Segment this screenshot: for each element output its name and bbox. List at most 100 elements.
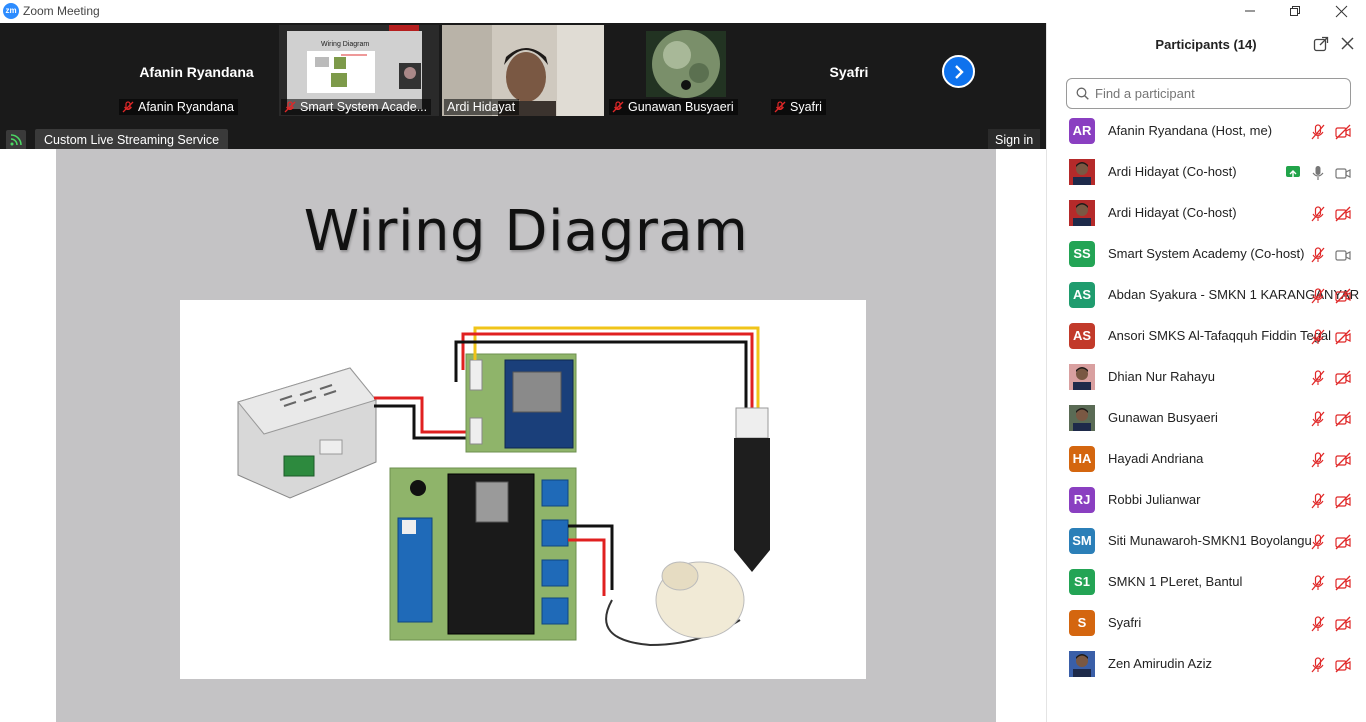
chevron-right-icon	[954, 64, 964, 79]
participant-name: Gunawan Busyaeri	[1108, 410, 1218, 425]
participant-avatar-image	[646, 30, 726, 98]
avatar	[1069, 651, 1095, 677]
live-stream-icon[interactable]	[6, 130, 26, 150]
video-thumbnail-screen-share[interactable]: Wiring Diagram Smart System Acade...	[279, 25, 439, 116]
popout-icon[interactable]	[1313, 36, 1329, 57]
mic-muted-icon[interactable]	[1310, 206, 1326, 222]
mic-muted-icon	[284, 101, 296, 113]
video-thumbnail-ardi[interactable]: Ardi Hidayat	[442, 25, 604, 116]
wiring-diagram-image	[180, 300, 866, 679]
thumbnail-name-label: Ardi Hidayat	[444, 99, 520, 115]
video-off-icon[interactable]	[1335, 616, 1351, 632]
participant-name: Ardi Hidayat (Co-host)	[1108, 205, 1237, 220]
video-off-icon[interactable]	[1335, 657, 1351, 673]
video-strip: Afanin Ryandana Afanin Ryandana Wiring D…	[0, 23, 1046, 151]
shared-screen: Wiring Diagram	[0, 149, 1046, 722]
screen-share-icon	[1286, 166, 1300, 177]
mic-muted-icon[interactable]	[1310, 534, 1326, 550]
close-window-button[interactable]	[1318, 0, 1364, 22]
video-icon[interactable]	[1335, 247, 1351, 263]
mic-icon[interactable]	[1310, 165, 1326, 181]
video-thumbnail-gunawan[interactable]: Gunawan Busyaeri	[607, 25, 766, 116]
zoom-app-icon: zm	[3, 3, 19, 19]
participant-name: Zen Amirudin Aziz	[1108, 656, 1213, 671]
avatar: SS	[1069, 241, 1095, 267]
video-off-icon[interactable]	[1335, 452, 1351, 468]
restore-button[interactable]	[1272, 0, 1318, 22]
video-off-icon[interactable]	[1335, 288, 1351, 304]
participant-row[interactable]: Ardi Hidayat (Co-host)	[1047, 152, 1366, 193]
video-off-icon[interactable]	[1335, 329, 1351, 345]
sign-in-button[interactable]: Sign in	[988, 129, 1041, 151]
participant-search[interactable]	[1066, 78, 1351, 109]
avatar: RJ	[1069, 487, 1095, 513]
video-off-icon[interactable]	[1335, 493, 1351, 509]
participant-name: SMKN 1 PLeret, Bantul	[1108, 574, 1243, 589]
participant-name: Ansori SMKS Al-Tafaqquh Fiddin Tegal	[1108, 328, 1332, 343]
mic-muted-icon[interactable]	[1310, 575, 1326, 591]
title-bar: zm Zoom Meeting	[0, 0, 1365, 23]
avatar	[1069, 405, 1095, 431]
participant-row[interactable]: Zen Amirudin Aziz	[1047, 644, 1366, 685]
search-input[interactable]	[1095, 86, 1335, 101]
search-icon	[1076, 87, 1089, 100]
close-panel-icon[interactable]	[1341, 37, 1354, 55]
next-page-button[interactable]	[942, 55, 975, 88]
live-streaming-label[interactable]: Custom Live Streaming Service	[35, 129, 229, 151]
avatar: HA	[1069, 446, 1095, 472]
window-title: Zoom Meeting	[23, 4, 100, 18]
video-off-icon[interactable]	[1335, 370, 1351, 386]
restore-icon	[1290, 6, 1300, 16]
avatar	[1069, 200, 1095, 226]
mic-muted-icon[interactable]	[1310, 370, 1326, 386]
thumbnail-name-label: Smart System Acade...	[281, 99, 432, 115]
participant-name: Hayadi Andriana	[1108, 451, 1204, 466]
mic-muted-icon[interactable]	[1310, 411, 1326, 427]
participant-row[interactable]: Ardi Hidayat (Co-host)	[1047, 193, 1366, 234]
video-icon[interactable]	[1335, 165, 1351, 181]
avatar: AS	[1069, 282, 1095, 308]
mini-slide-title: Wiring Diagram	[321, 41, 370, 48]
thumbnail-name-label: Syafri	[771, 99, 826, 115]
participant-row[interactable]: S1 SMKN 1 PLeret, Bantul	[1047, 562, 1366, 603]
mic-muted-icon[interactable]	[1310, 657, 1326, 673]
mic-muted-icon	[612, 101, 624, 113]
participant-row[interactable]: RJ Robbi Julianwar	[1047, 480, 1366, 521]
mic-muted-icon[interactable]	[1310, 288, 1326, 304]
video-off-icon[interactable]	[1335, 534, 1351, 550]
video-thumbnail-syafri[interactable]: Syafri Syafri	[769, 25, 929, 116]
video-off-icon[interactable]	[1335, 206, 1351, 222]
participants-title: Participants (14)	[1155, 37, 1257, 52]
video-thumbnail-afanin[interactable]: Afanin Ryandana Afanin Ryandana	[117, 25, 276, 116]
avatar: S1	[1069, 569, 1095, 595]
mic-muted-icon[interactable]	[1310, 329, 1326, 345]
participant-name: Abdan Syakura - SMKN 1 KARANGANYAR	[1108, 287, 1360, 302]
participant-row[interactable]: HA Hayadi Andriana	[1047, 439, 1366, 480]
participant-row[interactable]: Dhian Nur Rahayu	[1047, 357, 1366, 398]
close-icon	[1335, 5, 1347, 17]
mic-muted-icon[interactable]	[1310, 616, 1326, 632]
mic-muted-icon[interactable]	[1310, 124, 1326, 140]
mic-muted-icon[interactable]	[1310, 247, 1326, 263]
thumbnail-display-name: Syafri	[829, 64, 869, 80]
mic-muted-icon[interactable]	[1310, 452, 1326, 468]
participant-name: Robbi Julianwar	[1108, 492, 1201, 507]
participant-row[interactable]: SS Smart System Academy (Co-host)	[1047, 234, 1366, 275]
video-off-icon[interactable]	[1335, 411, 1351, 427]
minimize-button[interactable]	[1227, 0, 1273, 22]
video-off-icon[interactable]	[1335, 575, 1351, 591]
avatar: SM	[1069, 528, 1095, 554]
participant-row[interactable]: Gunawan Busyaeri	[1047, 398, 1366, 439]
mic-muted-icon[interactable]	[1310, 493, 1326, 509]
avatar: AR	[1069, 118, 1095, 144]
participant-row[interactable]: AS Abdan Syakura - SMKN 1 KARANGANYAR	[1047, 275, 1366, 316]
video-off-icon[interactable]	[1335, 124, 1351, 140]
participant-name: Ardi Hidayat (Co-host)	[1108, 164, 1237, 179]
participant-name: Smart System Academy (Co-host)	[1108, 246, 1305, 261]
